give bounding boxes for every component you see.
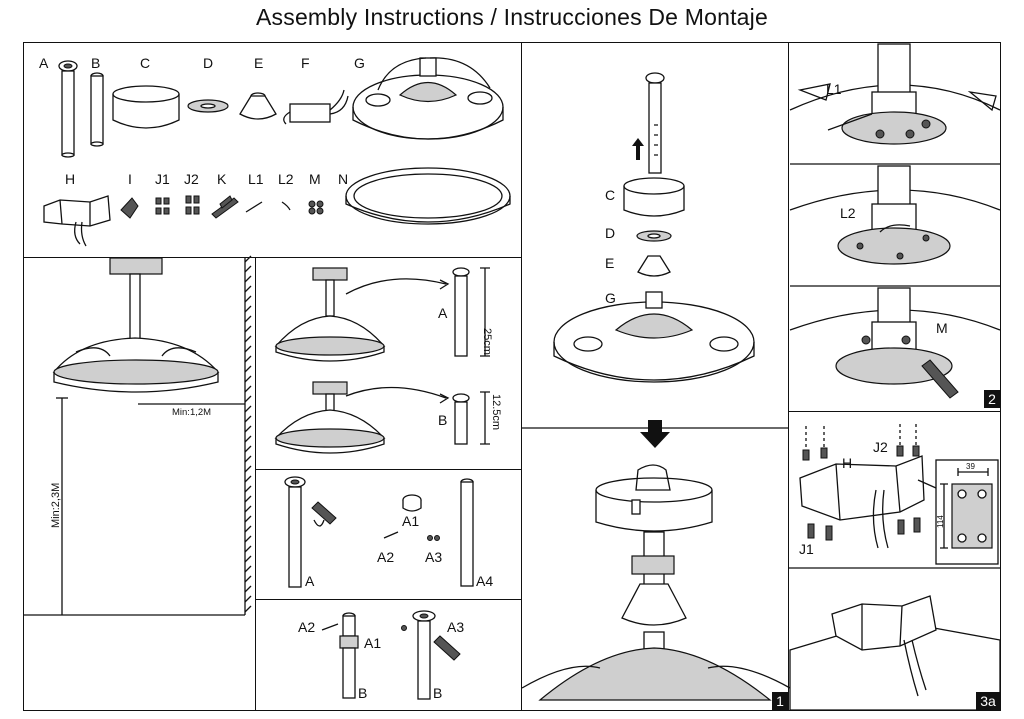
rod2-b1-label: B (358, 685, 368, 701)
step2-badge: 2 (984, 390, 1000, 408)
part-n-light-cover (345, 167, 511, 225)
part-c-canopy (112, 85, 180, 129)
part-label-k: K (217, 171, 227, 187)
mounting-detail (917, 459, 999, 565)
rod-a1-label: A1 (402, 513, 420, 529)
part-label-d: D (203, 55, 214, 71)
part-label-j2: J2 (184, 171, 199, 187)
part-label-f: F (301, 55, 310, 71)
part-l1-pin (245, 201, 263, 213)
step1-d-label: D (605, 225, 616, 241)
part-h-bracket (43, 195, 111, 247)
part-label-l2: L2 (278, 171, 294, 187)
rod-a3-label: A3 (425, 549, 443, 565)
page-title: Assembly Instructions / Instrucciones De… (256, 4, 768, 30)
step3a-badge: 3a (976, 692, 1000, 710)
step2-view-l2 (789, 165, 1001, 287)
step2-view-m (789, 287, 1001, 399)
part-label-h: H (65, 171, 76, 187)
part-e-cover (239, 92, 277, 120)
step3a-h-label: H (842, 455, 853, 471)
part-i-bracket-clip (120, 197, 139, 219)
part-label-b: B (91, 55, 101, 71)
mounted-bracket (789, 595, 1001, 711)
part-l2-clip (281, 201, 291, 211)
rod2-a3-label: A3 (447, 619, 465, 635)
part-j1-screws (155, 197, 170, 215)
part-a-downrod (58, 60, 78, 158)
rod2-b2-label: B (433, 685, 443, 701)
step2-l2-label: L2 (840, 205, 856, 221)
downrod-a-label: A (438, 305, 448, 321)
part-m-screws (308, 200, 324, 215)
step1-badge: 1 (772, 692, 788, 710)
part-label-n: N (338, 171, 349, 187)
part-label-i: I (128, 171, 132, 187)
part-f-receiver (283, 89, 349, 125)
part-j2-screws (185, 195, 200, 215)
step3a-j1-label: J1 (799, 541, 814, 557)
part-label-m: M (309, 171, 321, 187)
part-label-c: C (140, 55, 151, 71)
part-label-e: E (254, 55, 264, 71)
step2-view-l1 (789, 43, 1001, 165)
rod-a-label: A (305, 573, 315, 589)
rod2-a1-label: A1 (364, 635, 382, 651)
part-k-screws (211, 195, 239, 219)
rod-a2-label: A2 (377, 549, 395, 565)
part-label-j1: J1 (155, 171, 170, 187)
bracket-with-screws (799, 424, 925, 549)
step3a-dim-height: 114 (936, 515, 945, 528)
rod2-a2-label: A2 (298, 619, 316, 635)
part-d-washer (187, 99, 229, 113)
part-label-g: G (354, 55, 365, 71)
part-b-downrod (90, 72, 104, 147)
part-label-l1: L1 (248, 171, 264, 187)
rod-a4-label: A4 (476, 573, 494, 589)
step1-e-label: E (605, 255, 615, 271)
step3a-j2-label: J2 (873, 439, 888, 455)
step2-l1-label: L1 (826, 81, 842, 97)
downrod-b-label: B (438, 412, 448, 428)
step3a-dim-width: 39 (966, 462, 975, 471)
step1-g-label: G (605, 290, 616, 306)
step1-c-label: C (605, 187, 616, 203)
part-g-fan-body (352, 57, 504, 140)
min-blade-clearance: Min:1,2M (172, 407, 212, 418)
step2-m-label: M (936, 320, 948, 336)
part-label-a: A (39, 55, 49, 71)
